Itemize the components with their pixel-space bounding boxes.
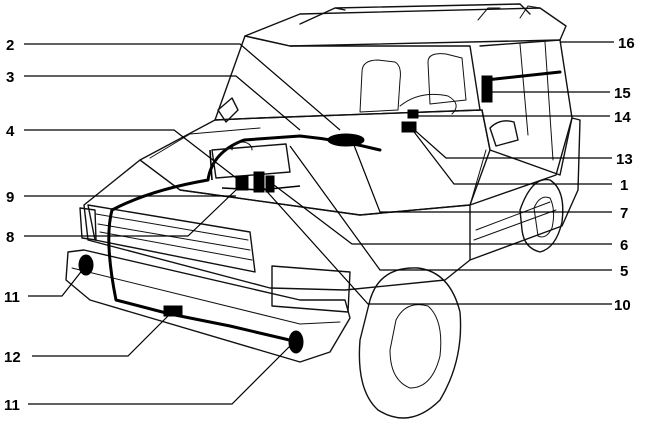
callout-2: 2 xyxy=(6,37,14,54)
washer-pump-3 xyxy=(265,175,275,193)
leader-4 xyxy=(24,129,245,185)
rear-wheel xyxy=(519,178,564,253)
bumper-crease xyxy=(71,267,341,325)
seat-left xyxy=(359,59,401,113)
callout-3: 3 xyxy=(6,69,14,86)
front-bumper xyxy=(65,249,351,363)
leader-10 xyxy=(261,185,612,305)
bonnet-crease xyxy=(149,127,487,206)
wiper-switch xyxy=(407,109,419,119)
harness-connector xyxy=(163,305,183,317)
callout-16: 16 xyxy=(618,35,635,52)
leader-11b xyxy=(28,343,293,405)
callout-13: 13 xyxy=(616,151,633,168)
wiper-linkage xyxy=(401,121,417,133)
side-trim xyxy=(473,201,557,241)
vehicle-outline xyxy=(65,3,581,419)
grille-lines xyxy=(95,213,253,261)
roof-rail-left xyxy=(299,3,531,25)
side-body xyxy=(469,117,581,261)
leader-7 xyxy=(351,139,612,213)
callout-8: 8 xyxy=(6,229,14,246)
leader-12 xyxy=(32,311,173,357)
leader-1 xyxy=(407,123,612,185)
callout-4: 4 xyxy=(6,123,15,140)
leader-13 xyxy=(409,125,612,159)
callout-7: 7 xyxy=(620,205,628,222)
front-wheel-hub xyxy=(389,304,442,389)
callout-14: 14 xyxy=(614,109,631,126)
wing-mirror xyxy=(217,97,239,123)
steering-wheel xyxy=(399,93,457,115)
leader-8 xyxy=(24,189,237,237)
window-divider xyxy=(519,41,554,161)
callout-5: 5 xyxy=(620,263,628,280)
callout-11-upper: 11 xyxy=(4,289,20,306)
headlight-left xyxy=(79,207,97,241)
wiper-motor xyxy=(327,133,365,147)
headlamp-jet-right xyxy=(288,330,304,354)
seat-right xyxy=(427,53,467,105)
front-body xyxy=(83,159,471,291)
washer-reservoir xyxy=(211,143,291,179)
harness-rear-wiper xyxy=(484,70,562,82)
callout-12: 12 xyxy=(4,349,21,366)
callouts: 2 3 4 9 8 11 12 11 16 15 14 13 1 7 6 5 1… xyxy=(4,35,635,414)
callout-15: 15 xyxy=(614,85,631,102)
wing-mirror-right xyxy=(489,120,519,147)
roof-rail-right xyxy=(477,5,541,21)
roof xyxy=(244,7,567,47)
callout-10: 10 xyxy=(614,297,631,314)
leader-6 xyxy=(269,181,612,245)
rear-wheel-hub xyxy=(533,196,555,238)
leader-5 xyxy=(289,145,612,271)
rear-wiper-motor xyxy=(481,75,493,103)
washer-pump-2 xyxy=(253,171,265,193)
leader-2 xyxy=(24,43,341,131)
grille xyxy=(87,204,256,273)
harness-main xyxy=(107,208,300,344)
windscreen xyxy=(214,35,481,121)
leader-11a xyxy=(28,267,85,297)
washer-cap xyxy=(231,141,253,151)
callout-9: 9 xyxy=(6,189,14,206)
callout-1: 1 xyxy=(620,177,628,194)
front-wheel xyxy=(358,267,462,419)
leader-3 xyxy=(24,75,301,131)
callout-6: 6 xyxy=(620,237,628,254)
callout-11-lower: 11 xyxy=(4,397,20,414)
leader-lines xyxy=(24,41,614,405)
components xyxy=(78,75,493,354)
